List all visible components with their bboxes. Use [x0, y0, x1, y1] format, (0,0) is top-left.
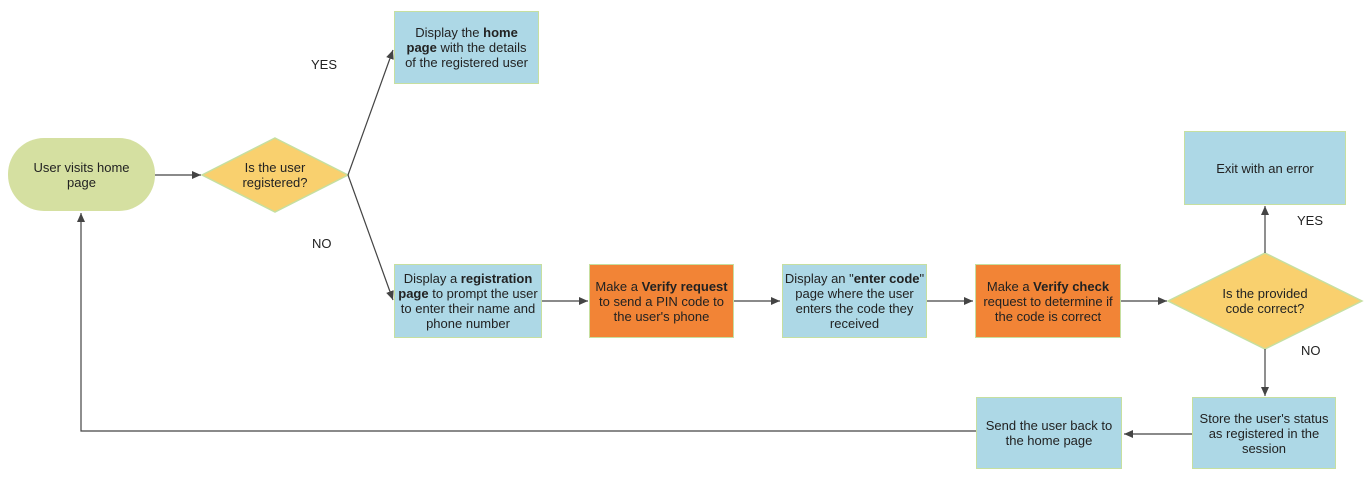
arrow-decision-to-home [347, 49, 394, 176]
enter-code-box: Display an "enter code" page where the u… [782, 264, 927, 338]
home-page-box: Display the home page with the details o… [394, 11, 539, 84]
yes-registered-label: YES [311, 57, 338, 72]
decision-correct-text: Is the provided code correct? [1222, 286, 1308, 316]
arrow-sendback-to-start [77, 213, 976, 432]
registration-text: Display a registration page to prompt th… [398, 271, 538, 331]
decision-registered-shape [200, 137, 350, 213]
exit-error-box: Exit with an error [1184, 131, 1346, 205]
start-terminal: User visits home page [8, 138, 155, 211]
verify-request-text: Make a Verify request to send a PIN code… [595, 278, 728, 324]
home-page-text: Display the home page with the details o… [405, 25, 528, 70]
send-back-box: Send the user back to the home page [976, 397, 1122, 469]
decision-correct: Is the provided code correct? [1195, 276, 1335, 326]
enter-code-text: Display an "enter code" page where the u… [784, 271, 925, 331]
exit-error-text: Exit with an error [1216, 160, 1314, 176]
decision-registered-text: Is the user registered? [242, 160, 308, 190]
no-correct-label: NO [1301, 343, 1321, 358]
store-status-text: Store the user's status as registered in… [1199, 410, 1329, 456]
arrow-decision-to-registration [347, 174, 394, 301]
verify-check-box: Make a Verify check request to determine… [975, 264, 1121, 338]
start-text: User visits home page [33, 159, 130, 190]
verify-request-box: Make a Verify request to send a PIN code… [589, 264, 734, 338]
store-status-box: Store the user's status as registered in… [1192, 397, 1336, 469]
send-back-text: Send the user back to the home page [985, 418, 1113, 448]
registration-box: Display a registration page to prompt th… [394, 264, 542, 338]
yes-correct-label: YES [1297, 213, 1324, 228]
verify-check-text: Make a Verify check request to determine… [983, 278, 1113, 324]
no-registered-label: NO [312, 236, 332, 251]
decision-registered: Is the user registered? [218, 150, 332, 200]
